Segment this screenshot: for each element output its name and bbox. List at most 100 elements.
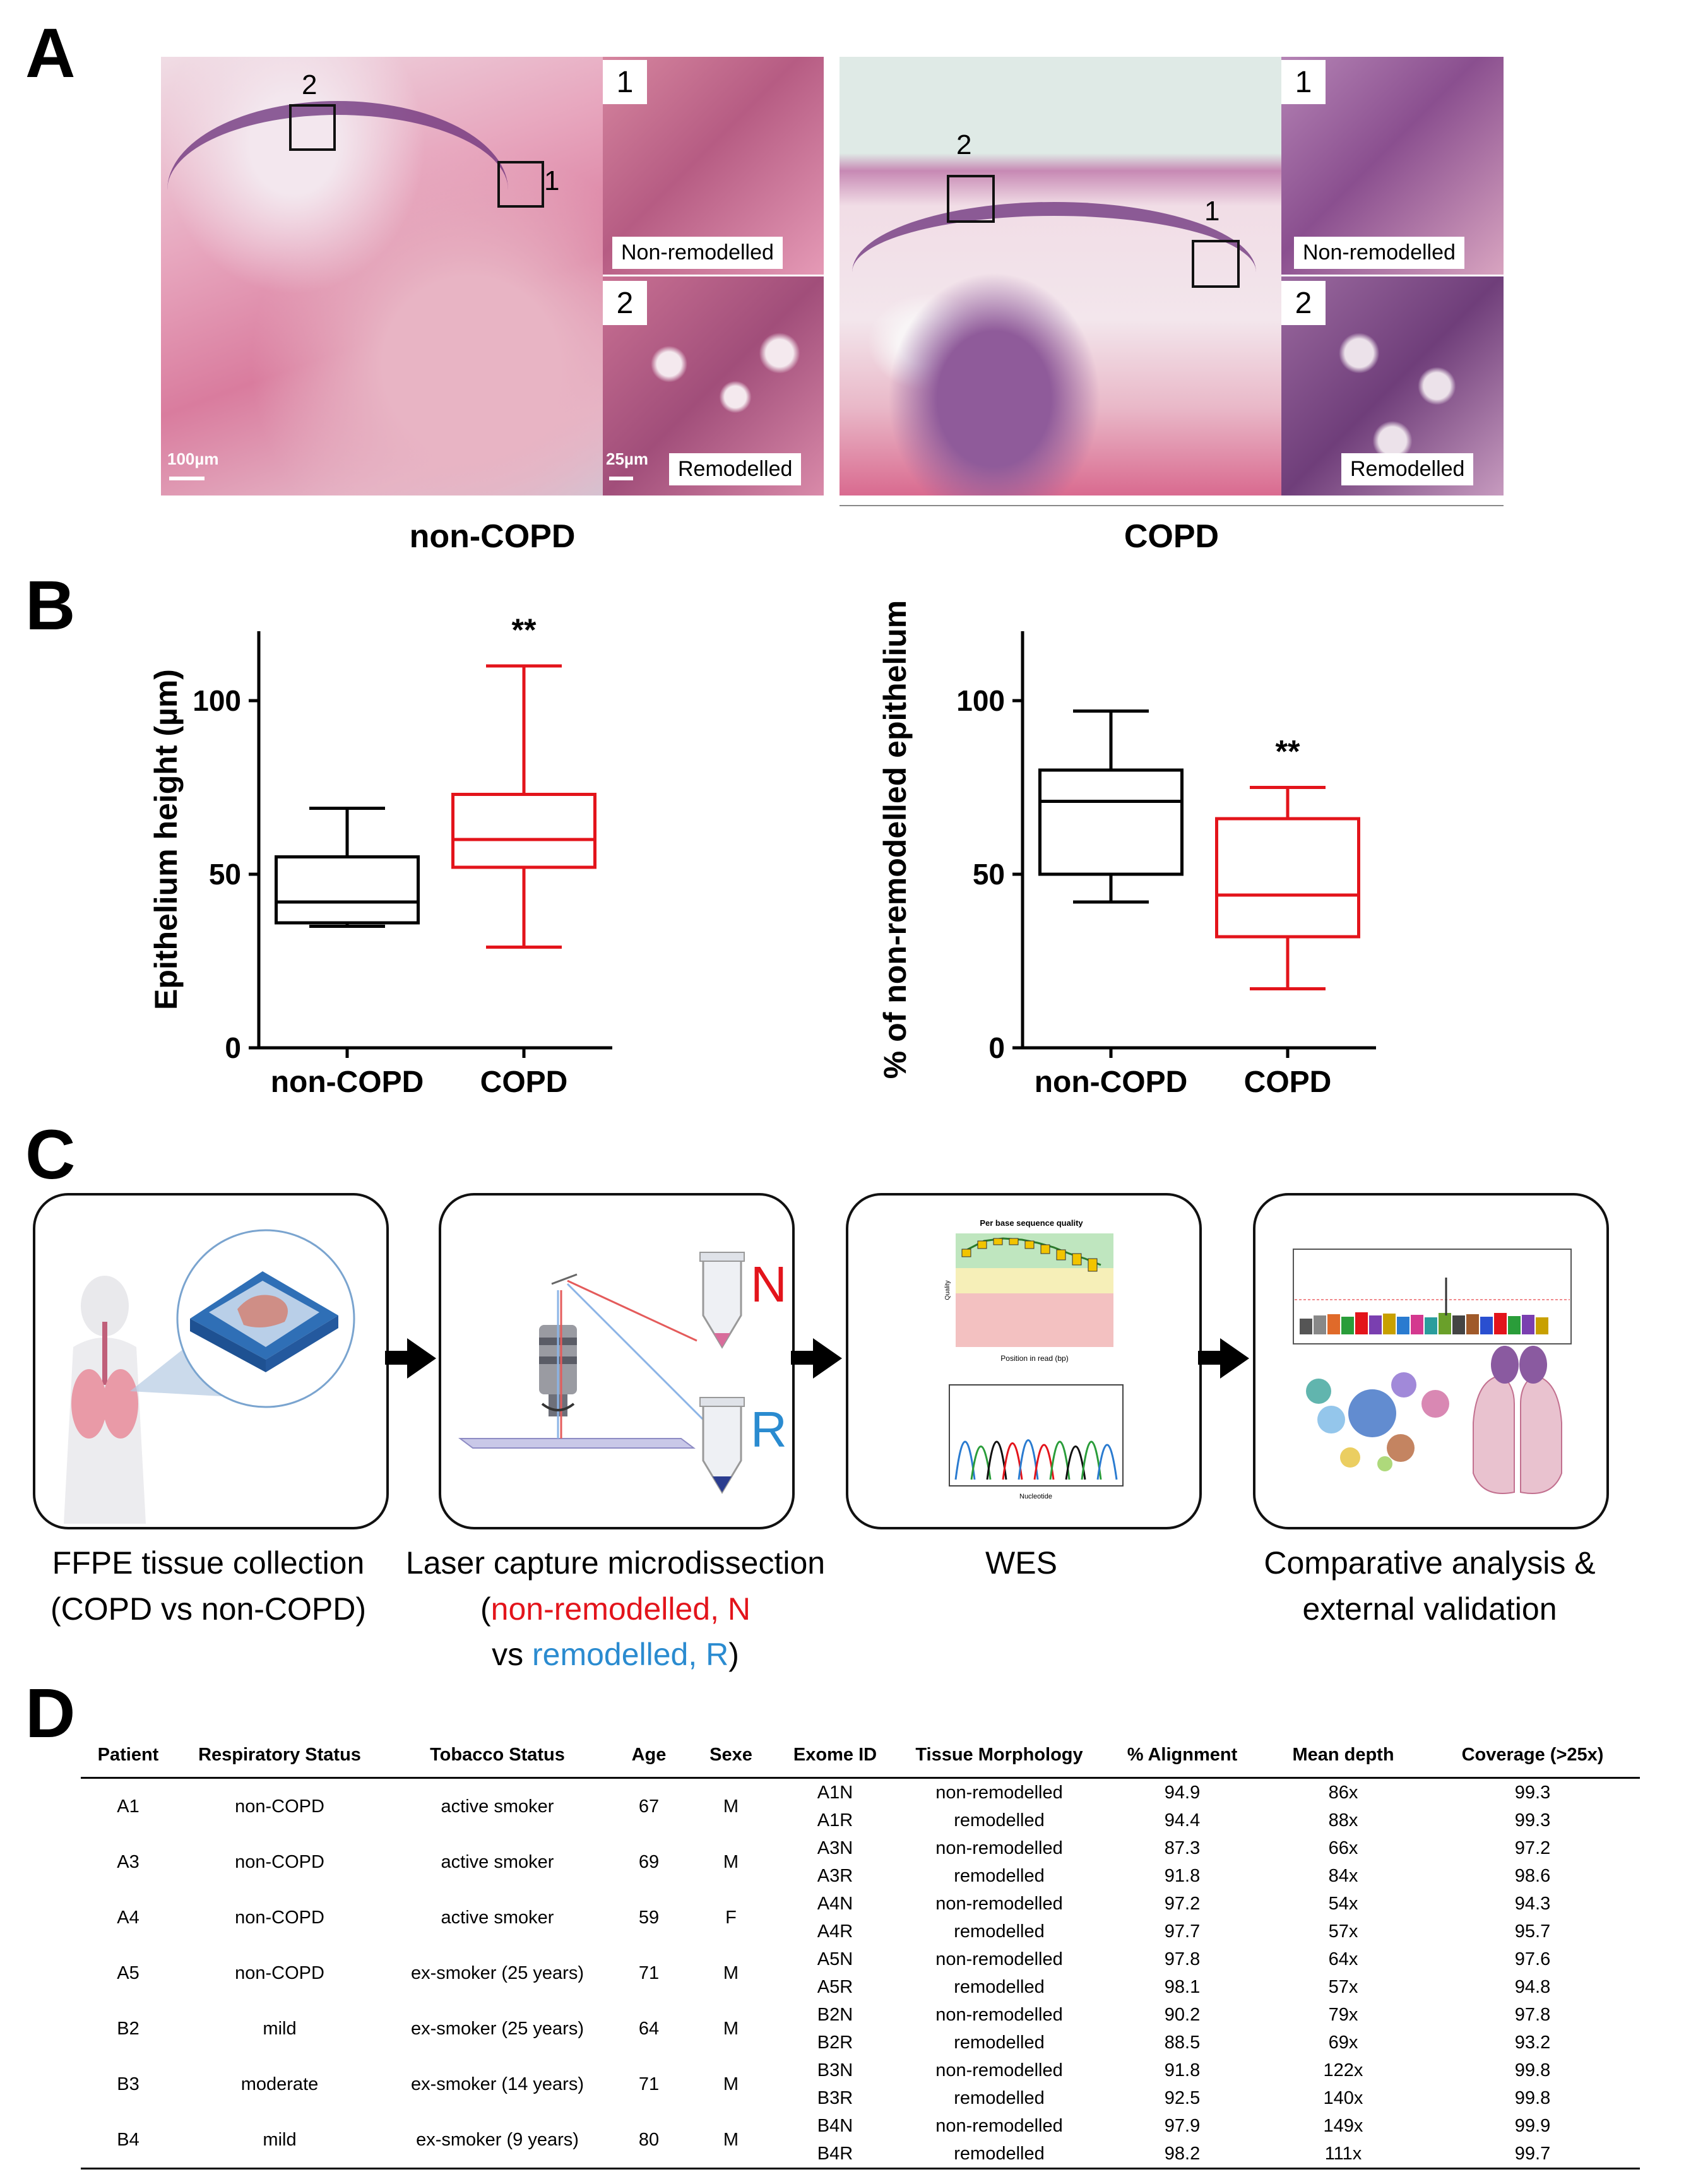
cell-patient: A3	[117, 1851, 139, 1872]
caption-paren: )	[728, 1637, 739, 1672]
cell-tissue-morphology: remodelled	[954, 2087, 1045, 2108]
cell-coverage: 94.3	[1514, 1893, 1551, 1914]
y-tick-label: 100	[193, 684, 241, 717]
step-box-laser-capture: N R	[439, 1193, 795, 1529]
inset-marker-1	[497, 161, 544, 208]
cell-patient: A5	[117, 1962, 139, 1983]
cell-mean-depth: 140x	[1323, 2087, 1363, 2108]
cell-coverage: 99.3	[1514, 1782, 1551, 1803]
cell-alignment: 90.2	[1164, 2004, 1201, 2025]
inset-marker-1	[1192, 240, 1240, 288]
panel-label-b: B	[25, 567, 76, 644]
cell-sex: M	[723, 1962, 739, 1983]
step-caption-wes: WES	[846, 1540, 1197, 1586]
cell-coverage: 93.2	[1514, 2032, 1551, 2053]
caption-line: external validation	[1302, 1591, 1557, 1627]
cell-patient: A4	[117, 1907, 139, 1928]
cell-coverage: 99.8	[1514, 2087, 1551, 2108]
cell-respiratory-status: non-COPD	[235, 1907, 324, 1928]
analysis-illustration	[1293, 1249, 1572, 1494]
cell-tissue-morphology: remodelled	[954, 2143, 1045, 2164]
inset-marker-label: 2	[956, 129, 972, 160]
cell-tissue-morphology: non-remodelled	[935, 1782, 1063, 1803]
cell-alignment: 98.2	[1164, 2143, 1201, 2164]
cell-mean-depth: 122x	[1323, 2060, 1363, 2080]
cell-tobacco-status: ex-smoker (25 years)	[411, 1962, 584, 1983]
cell-coverage: 97.8	[1514, 2004, 1551, 2025]
column-header: Age	[631, 1744, 667, 1765]
caption-red-text: non-remodelled, N	[490, 1591, 751, 1627]
cell-age: 69	[638, 1851, 660, 1872]
tube-label-n: N	[751, 1256, 787, 1312]
cell-mean-depth: 84x	[1328, 1865, 1358, 1886]
caption-line: Comparative analysis &	[1264, 1545, 1596, 1581]
cell-exome-id: B3R	[817, 2087, 853, 2108]
inset-marker-2	[947, 175, 995, 223]
inset-marker-2	[289, 104, 336, 151]
caption-text: vs	[492, 1637, 532, 1672]
cell-coverage: 98.6	[1514, 1865, 1551, 1886]
cell-coverage: 94.8	[1514, 1976, 1551, 1997]
microdissection-illustration	[458, 1252, 745, 1494]
cell-mean-depth: 57x	[1328, 1921, 1358, 1942]
inset-marker-label: 2	[302, 69, 317, 100]
cell-age: 71	[638, 1962, 660, 1983]
column-header: Tobacco Status	[430, 1744, 565, 1765]
y-tick-label: 50	[973, 858, 1005, 891]
y-axis-label: Epithelium height (µm)	[148, 669, 184, 1010]
cell-tissue-morphology: remodelled	[954, 1976, 1045, 1997]
scale-bar-label: 25µm	[606, 449, 649, 468]
caption-line: (COPD vs non-COPD)	[50, 1591, 367, 1627]
cell-coverage: 95.7	[1514, 1921, 1551, 1942]
x-tick-label: COPD	[1244, 1065, 1332, 1099]
y-tick-label: 0	[225, 1031, 241, 1064]
cell-mean-depth: 79x	[1328, 2004, 1358, 2025]
cell-sex: M	[723, 1796, 739, 1817]
flow-arrow	[385, 1351, 410, 1365]
y-tick-label: 100	[956, 684, 1005, 717]
inset-number: 1	[1281, 60, 1326, 104]
box-iqr	[451, 793, 596, 869]
cell-mean-depth: 57x	[1328, 1976, 1358, 1997]
cell-sex: M	[723, 2018, 739, 2039]
inset-caption: Remodelled	[669, 453, 802, 485]
cell-respiratory-status: non-COPD	[235, 1796, 324, 1817]
group-title-copd: COPD	[1124, 518, 1219, 555]
cell-tissue-morphology: remodelled	[954, 1921, 1045, 1942]
flow-arrow	[1198, 1351, 1223, 1365]
step-box-comparative-analysis	[1253, 1193, 1609, 1529]
inset-number: 1	[603, 60, 647, 104]
cell-alignment: 88.5	[1164, 2032, 1201, 2053]
group-underline	[840, 505, 1504, 506]
sequencing-qc-illustration: Per base sequence quality Position in re…	[944, 1218, 1124, 1500]
cell-respiratory-status: non-COPD	[235, 1851, 324, 1872]
cell-patient: B3	[117, 2074, 139, 2094]
column-header: Exome ID	[793, 1744, 877, 1765]
cell-tobacco-status: active smoker	[441, 1796, 554, 1817]
cell-alignment: 94.9	[1164, 1782, 1201, 1803]
cell-tissue-morphology: non-remodelled	[935, 2060, 1063, 2080]
cell-respiratory-status: non-COPD	[235, 1962, 324, 1983]
caption-paren: (	[480, 1591, 491, 1627]
significance-annotation: **	[1276, 734, 1300, 769]
cell-mean-depth: 66x	[1328, 1837, 1358, 1858]
cell-exome-id: A1R	[817, 1810, 853, 1831]
column-header: Mean depth	[1292, 1744, 1394, 1765]
step-box-tissue-collection	[33, 1193, 389, 1529]
cell-tissue-morphology: remodelled	[954, 1810, 1045, 1831]
box-iqr	[275, 855, 420, 925]
lung-tissue-illustration	[64, 1229, 355, 1524]
cell-exome-id: B3N	[817, 2060, 853, 2080]
flow-arrow	[791, 1351, 816, 1365]
flow-arrow-head	[407, 1338, 436, 1379]
table-header-row: Patient Respiratory Status Tobacco Statu…	[81, 1733, 1640, 1778]
caption-blue-text: remodelled, R	[531, 1637, 729, 1672]
cell-alignment: 97.2	[1164, 1893, 1201, 1914]
